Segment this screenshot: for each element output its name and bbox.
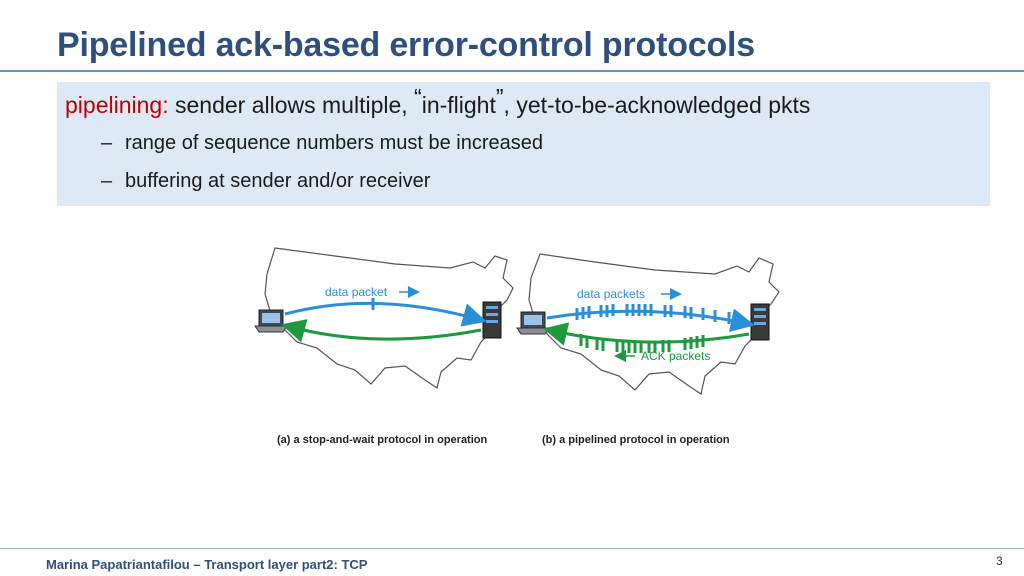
open-quote: “ bbox=[414, 84, 422, 110]
sub-bullet: –range of sequence numbers must be incre… bbox=[101, 132, 543, 155]
protocol-figure: data packet data packets bbox=[245, 238, 785, 453]
caption-a: (a) a stop-and-wait protocol in operatio… bbox=[277, 434, 488, 446]
ack-arrow-b bbox=[543, 322, 750, 346]
data-packets-label: data packets bbox=[577, 287, 645, 301]
server-icon-b bbox=[750, 303, 770, 341]
dash-marker: – bbox=[101, 170, 113, 192]
bullet-text-quoted: in-flight bbox=[421, 92, 496, 118]
laptop-icon-a bbox=[254, 309, 288, 333]
laptop-icon-b bbox=[516, 311, 550, 335]
data-arrow-b bbox=[546, 308, 755, 333]
ack-packets-label: ACK packets bbox=[641, 349, 710, 363]
sub-bullet-text: range of sequence numbers must be increa… bbox=[125, 132, 544, 154]
bullet-text-pre: sender allows multiple, bbox=[168, 92, 415, 118]
ack-arrow-a bbox=[281, 319, 482, 343]
bullet-box: pipelining: sender allows multiple, “in-… bbox=[57, 82, 990, 206]
ack-packet-marks-b bbox=[579, 334, 705, 353]
main-bullet: pipelining: sender allows multiple, “in-… bbox=[65, 84, 811, 119]
footer-author: Marina Papatriantafilou – Transport laye… bbox=[46, 557, 368, 572]
data-packet-marks-b bbox=[575, 304, 731, 324]
us-map-outline-b bbox=[528, 253, 780, 395]
slide-title: Pipelined ack-based error-control protoc… bbox=[57, 26, 755, 64]
figure-drawing: data packet data packets bbox=[254, 247, 780, 395]
footer-divider bbox=[0, 548, 1024, 549]
data-arrow-a bbox=[284, 301, 487, 327]
close-quote: ” bbox=[495, 84, 504, 110]
bullet-text-post: , yet-to-be-acknowledged pkts bbox=[503, 92, 811, 118]
dash-marker: – bbox=[101, 132, 113, 154]
sub-bullet: –buffering at sender and/or receiver bbox=[101, 170, 430, 193]
keyword-pipelining: pipelining: bbox=[65, 92, 169, 118]
title-divider bbox=[0, 70, 1024, 72]
data-packet-label: data packet bbox=[325, 285, 388, 299]
server-icon-a bbox=[482, 301, 502, 339]
sub-bullet-text: buffering at sender and/or receiver bbox=[125, 170, 431, 192]
caption-b: (b) a pipelined protocol in operation bbox=[542, 434, 730, 446]
page-number: 3 bbox=[996, 554, 1003, 568]
